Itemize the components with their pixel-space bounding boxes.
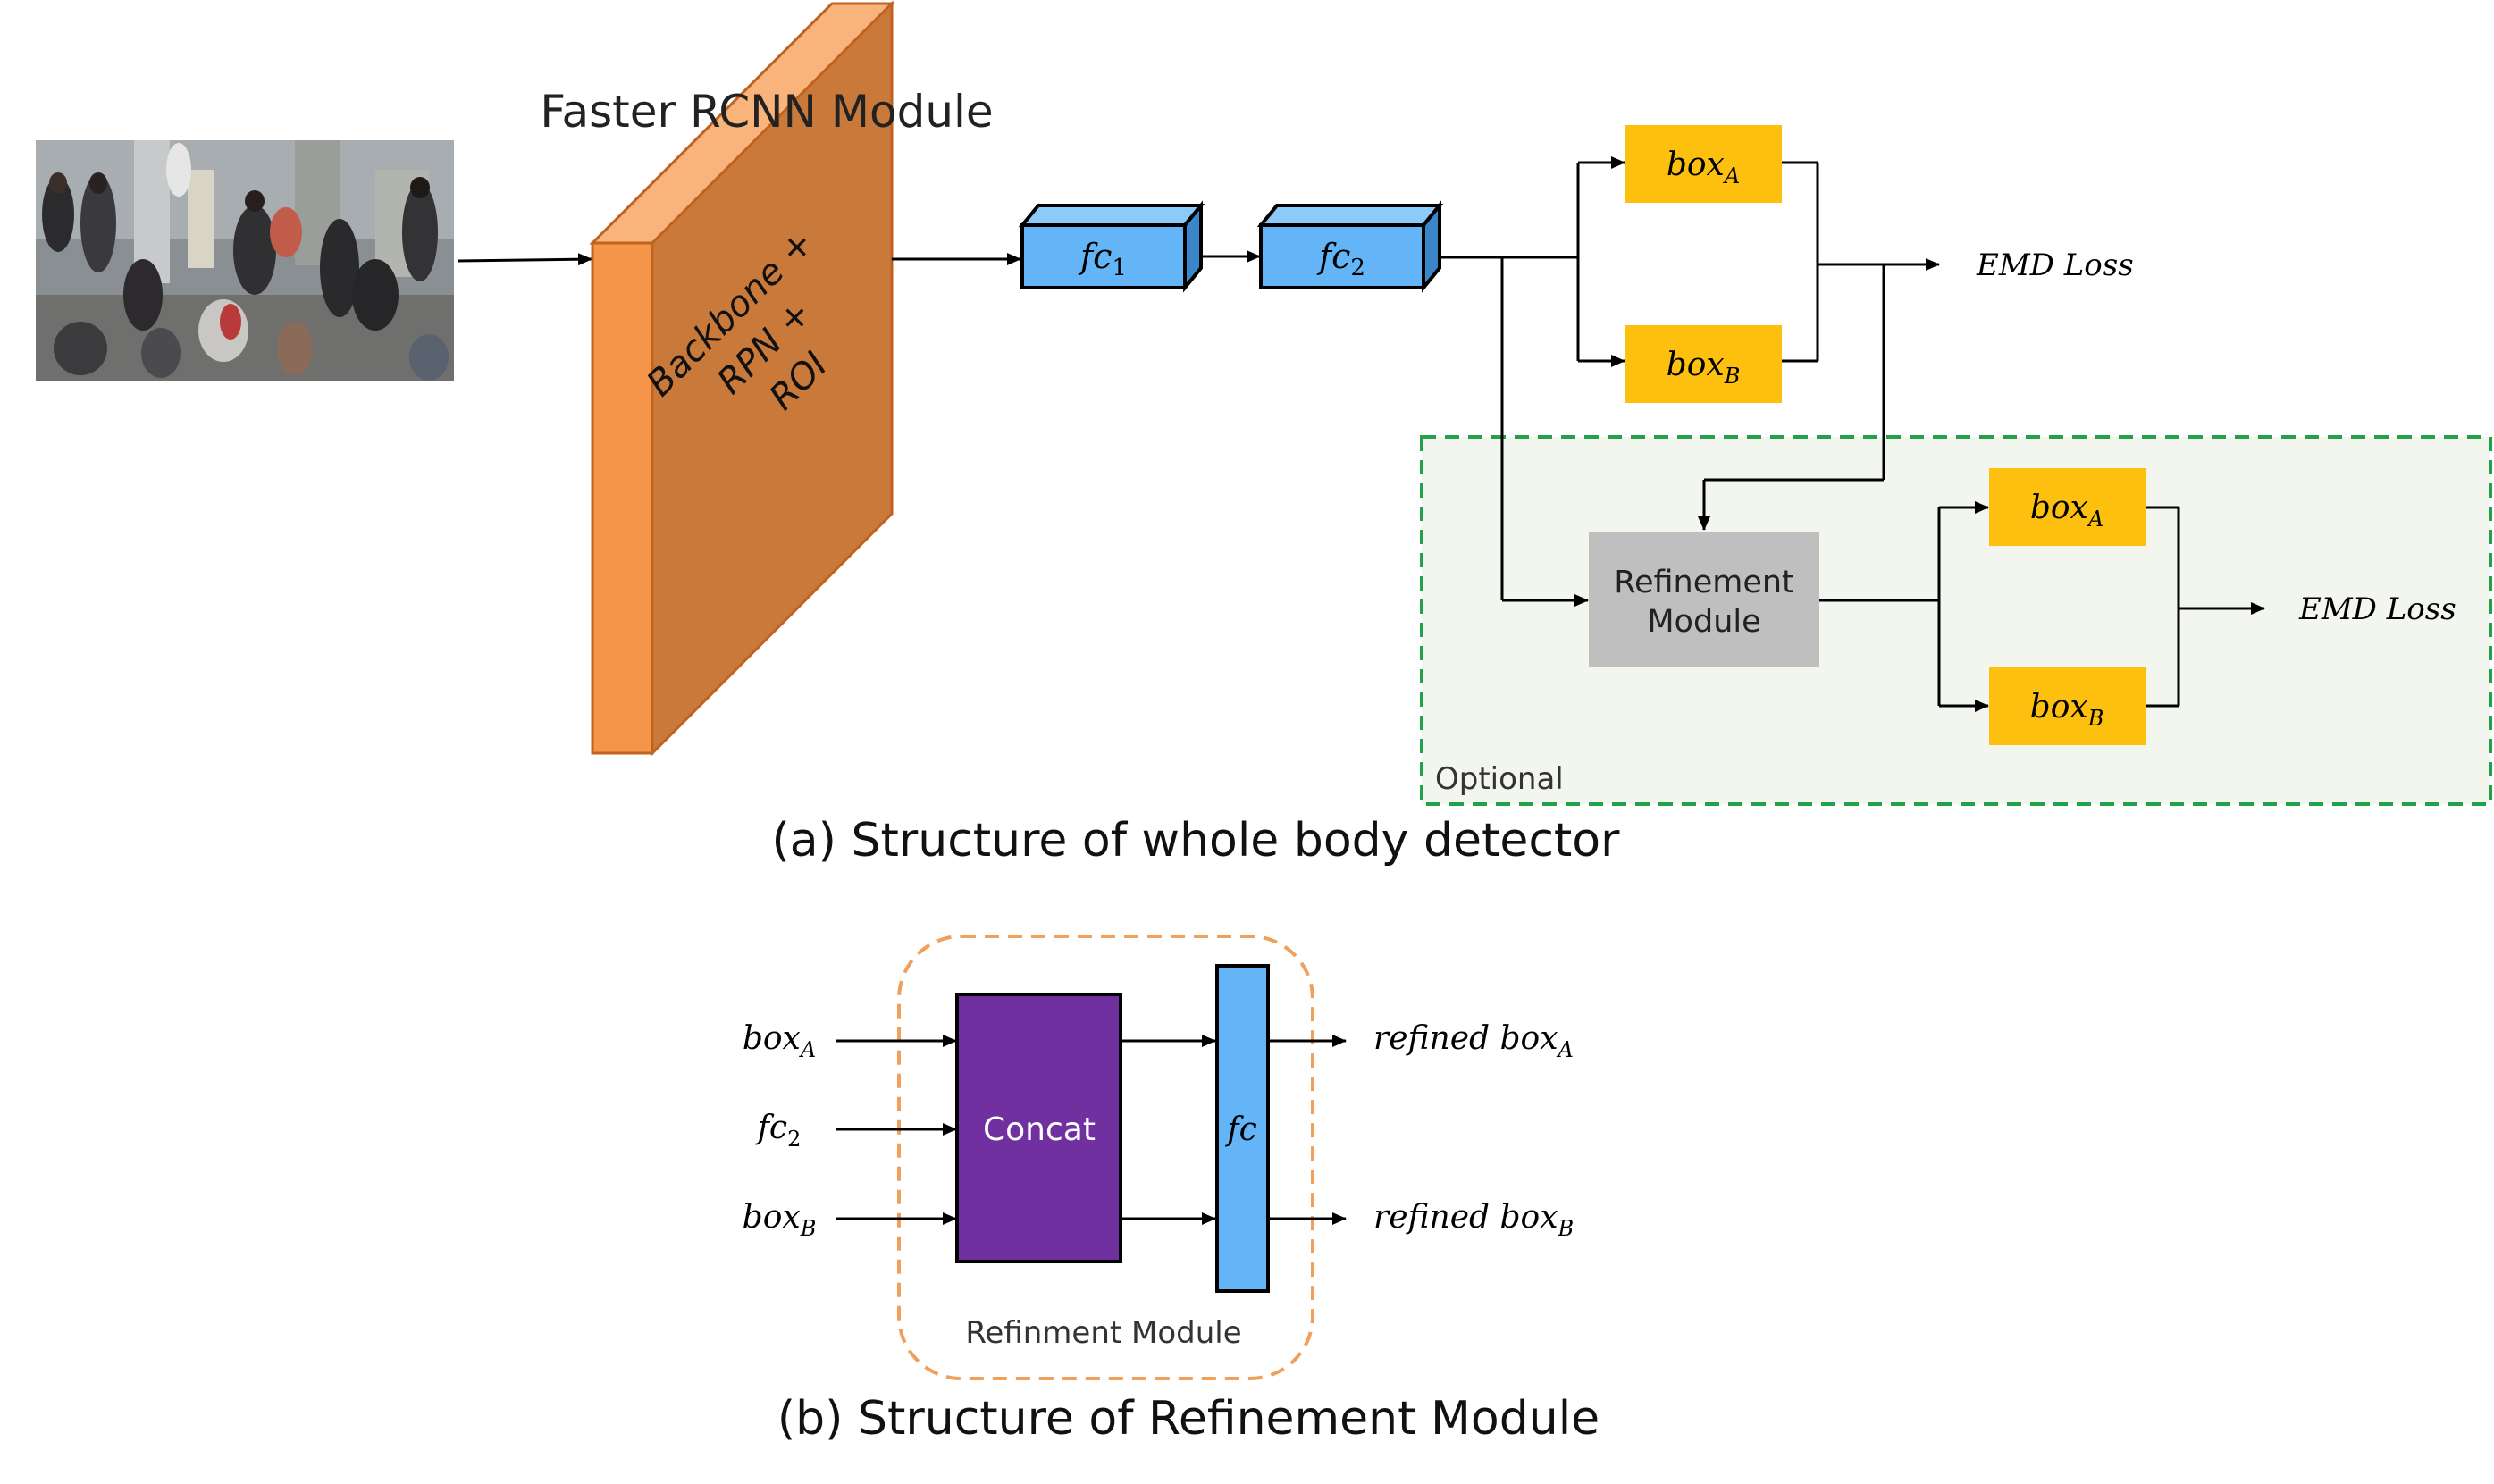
- caption-b: (b) Structure of Refinement Module: [777, 1392, 1600, 1446]
- refinement-branch-lines: [1819, 501, 1989, 712]
- input-box-b-label: boxB: [743, 1199, 817, 1241]
- concat-input-arrows: [836, 1035, 957, 1225]
- optional-label: Optional: [1435, 761, 1564, 797]
- crowd-input-image: [36, 140, 454, 381]
- concat-to-fc-arrows: [1121, 1035, 1216, 1225]
- fc-output-arrows: [1268, 1035, 1347, 1225]
- fc2-label: fc2: [1316, 237, 1365, 281]
- concat-block: [955, 993, 1122, 1263]
- box-b-top-label: boxB: [1667, 347, 1741, 389]
- fc1-label: fc1: [1078, 237, 1127, 281]
- box-a-top: [1625, 125, 1782, 203]
- caption-a: (a) Structure of whole body detector: [772, 814, 1621, 868]
- emd-loss-top: EMD Loss: [1976, 247, 2134, 283]
- backbone-side-face: [591, 241, 654, 755]
- fc-label: fc: [1224, 1111, 1257, 1148]
- arrow-image-to-backbone: [457, 253, 592, 266]
- refinement-module-block: [1589, 532, 1819, 667]
- backbone-front-face: [651, 0, 894, 757]
- fc2-branch-lines: [1440, 156, 1625, 607]
- box-b-bottom: [1989, 667, 2146, 745]
- input-box-a-label: boxA: [743, 1020, 816, 1062]
- refined-box-b-label: refined boxB: [1373, 1199, 1574, 1241]
- box-a-bottom-label: boxA: [2030, 490, 2104, 532]
- concat-label: Concat: [983, 1111, 1096, 1148]
- bottom-merge-lines: [2146, 506, 2265, 708]
- faster-rcnn-title: Faster RCNN Module: [540, 86, 993, 138]
- emd-loss-bottom: EMD Loss: [2298, 591, 2456, 627]
- backbone-block: [589, 0, 895, 757]
- box-b-bottom-label: boxB: [2030, 689, 2104, 731]
- fc1-block: fc1: [1018, 200, 1205, 293]
- fc-block: [1215, 964, 1270, 1293]
- refinement-module-caption: Refinment Module: [965, 1315, 1241, 1351]
- top-merge-lines: [1698, 161, 1940, 531]
- input-fc2-label: fc2: [755, 1110, 802, 1152]
- refinement-module-line-1: Refinement: [1614, 565, 1794, 600]
- refined-box-a-label: refined boxA: [1373, 1020, 1574, 1062]
- refinement-module-line-2: Module: [1647, 604, 1760, 640]
- fc2-block: fc2: [1256, 200, 1444, 293]
- refinement-module-outline: [897, 935, 1314, 1380]
- box-b-top: [1625, 325, 1782, 403]
- box-a-bottom: [1989, 468, 2146, 546]
- box-a-top-label: boxA: [1667, 147, 1740, 189]
